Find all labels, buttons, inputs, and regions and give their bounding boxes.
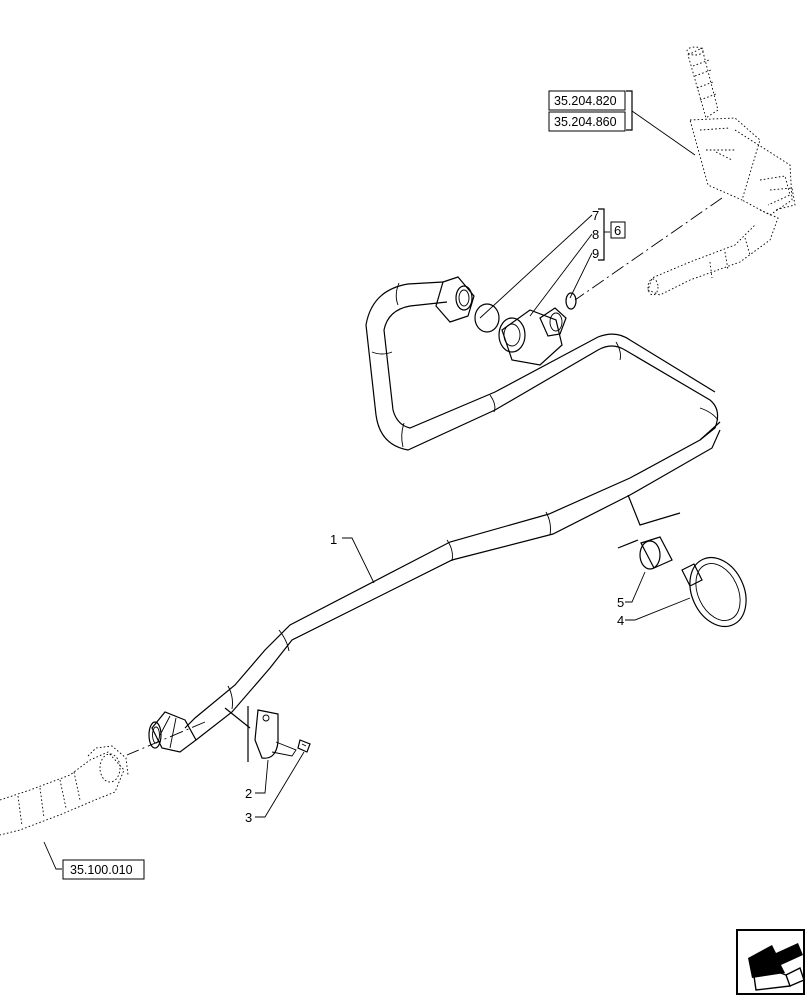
svg-text:35.204.820: 35.204.820 [554,94,617,108]
sleeve [639,536,673,570]
item-number-2: 2 [245,786,252,801]
item-number-6-box [610,221,626,239]
centerline-upper [574,197,723,301]
previous-page-arrow-icon[interactable] [736,929,805,995]
item-number-6: 6 [614,223,621,238]
o-ring-large [474,303,500,333]
downstream-pipe-phantom [0,745,129,836]
ref-bracket-top [626,90,633,131]
ref-link-35-204-860[interactable]: 35.204.860 [548,111,626,132]
item-number-1: 1 [330,532,337,547]
item-number-5: 5 [617,595,624,610]
leader-lines [43,110,696,870]
pipe-assembly [148,276,721,753]
item-number-3: 3 [245,810,252,825]
item-number-9: 9 [592,246,599,261]
svg-text:35.204.860: 35.204.860 [554,115,617,129]
centerline-lower [126,721,206,756]
item-number-7: 7 [592,208,599,223]
ref-link-35-204-820[interactable]: 35.204.820 [548,90,626,111]
ref-link-35-100-010[interactable]: 35.100.010 [62,859,145,880]
svg-text:35.100.010: 35.100.010 [70,863,133,877]
o-ring-small [565,292,577,310]
screw [297,739,311,753]
group-bracket-7-9 [598,208,605,261]
clamp-position-marker [617,494,681,549]
upstream-connector-phantom [647,46,796,296]
clip-position-marker [224,706,251,762]
item-number-4: 4 [617,613,624,628]
clip-bracket [254,709,297,759]
hose-clamp [681,556,747,628]
item-number-8: 8 [592,227,599,242]
